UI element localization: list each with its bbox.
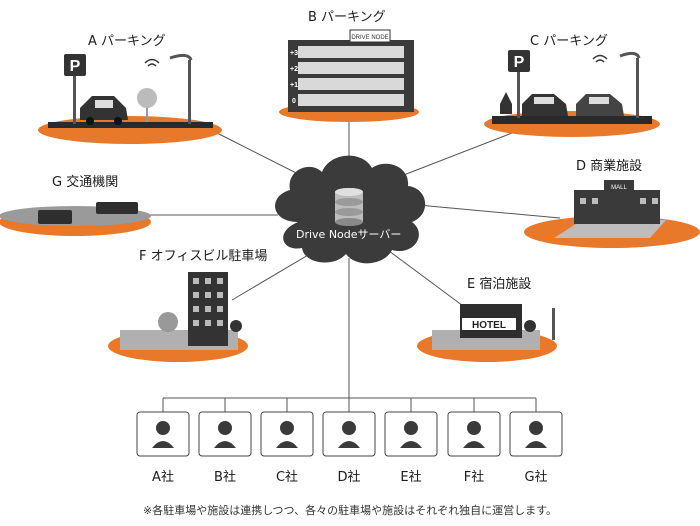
company-box-b <box>198 411 252 457</box>
company-box-f <box>447 411 501 457</box>
company-label-a: A社 <box>152 470 174 485</box>
car-icon <box>576 94 624 116</box>
company-label-e: E社 <box>400 470 422 485</box>
company-label-g: G社 <box>524 470 548 485</box>
floor-label: +1 <box>290 82 298 89</box>
company-label-d: D社 <box>337 470 361 485</box>
mall-sign: MALL <box>611 185 627 191</box>
parking-sign-c-letter: P <box>514 54 525 71</box>
tree-icon <box>137 88 157 122</box>
parking-sign-a <box>64 54 86 76</box>
lamp-post <box>636 58 639 118</box>
lamp-post <box>552 308 555 340</box>
label-b-parking: B パーキング <box>308 10 386 25</box>
parking-sign-a-letter: P <box>70 58 81 75</box>
company-box-g <box>509 411 563 457</box>
lamp-post <box>188 60 191 124</box>
node-d-commercial: MALL <box>524 180 700 248</box>
company-box-d <box>322 411 376 457</box>
floor-label: +2 <box>290 66 298 73</box>
parking-sign-c <box>508 50 530 72</box>
line-d <box>417 204 561 219</box>
node-a-parking: P <box>38 53 222 144</box>
company-box-a <box>136 411 190 457</box>
company-label-c: C社 <box>275 470 299 485</box>
label-e-hotel: E 宿泊施設 <box>467 277 532 292</box>
node-g-transport <box>0 202 151 236</box>
company-box-e <box>384 411 438 457</box>
company-boxes <box>136 411 563 457</box>
footnote: ※各駐車場や施設は連携しつつ、各々の駐車場や施設はそれぞれ独自に運営します。 <box>142 504 557 517</box>
car-icon <box>80 96 128 125</box>
label-d-commercial: D 商業施設 <box>576 159 643 174</box>
floor-label: 0 <box>292 98 296 105</box>
floor-label: +3 <box>290 50 298 57</box>
car-icon <box>522 94 568 116</box>
tree-icon <box>524 320 536 332</box>
wifi-icon <box>592 54 608 63</box>
label-c-parking: C パーキング <box>530 34 608 49</box>
train-icon <box>96 202 138 214</box>
tree-icon <box>158 312 178 332</box>
company-box-c <box>260 411 314 457</box>
company-label-b: B社 <box>214 470 236 485</box>
node-c-parking: P <box>484 50 660 137</box>
drive-node-sign: DRIVE NODE <box>351 35 388 41</box>
company-label-f: F社 <box>463 470 485 485</box>
label-g-transport: G 交通機関 <box>52 175 119 190</box>
tree-icon <box>500 92 512 114</box>
node-e-hotel: HOTEL <box>417 304 557 362</box>
tree-icon <box>230 320 242 332</box>
server-cloud <box>275 155 426 264</box>
node-b-parking-garage: DRIVE NODE +3 +2 +1 0 <box>279 29 419 122</box>
line-f <box>231 247 321 301</box>
label-f-office: F オフィスビル駐車場 <box>139 249 268 264</box>
hotel-sign: HOTEL <box>472 320 506 331</box>
server-label: Drive Nodeサーバー <box>296 228 402 241</box>
database-icon <box>335 188 363 226</box>
bus-icon <box>38 210 72 224</box>
node-f-office-parking <box>108 272 248 362</box>
wifi-icon <box>144 58 160 67</box>
label-a-parking: A パーキング <box>88 34 166 49</box>
